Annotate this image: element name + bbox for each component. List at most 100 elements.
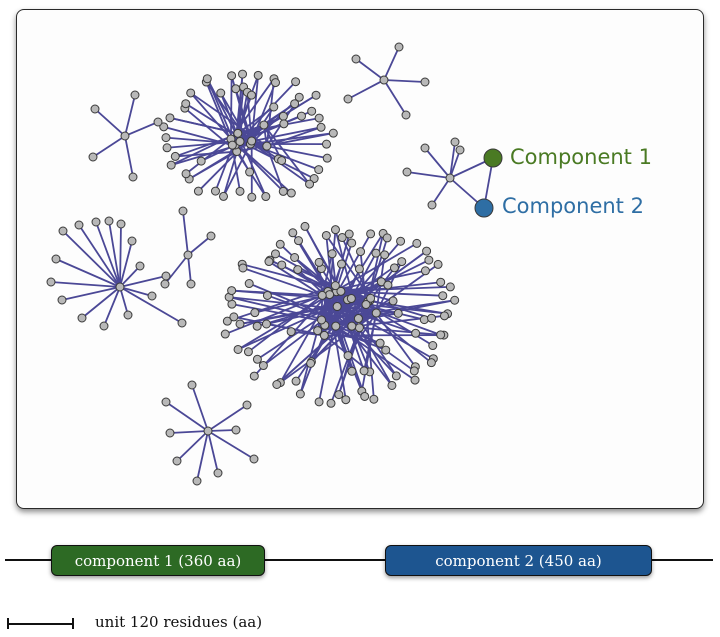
network-node [161, 271, 171, 281]
network-node [147, 291, 157, 301]
network-edge [266, 126, 322, 147]
network-edge [196, 430, 209, 482]
network-node [389, 263, 399, 273]
network-node [219, 191, 229, 201]
network-node [181, 99, 191, 109]
network-node [346, 294, 356, 304]
network-node [187, 380, 197, 390]
network-edge [94, 108, 126, 137]
network-node [328, 128, 338, 138]
network-node [428, 341, 438, 351]
network-node [351, 54, 361, 64]
network-edge [406, 171, 451, 179]
network-node [325, 290, 335, 300]
scale-bar [8, 623, 74, 625]
network-edge [108, 220, 121, 288]
network-node [227, 286, 237, 296]
network-node [277, 260, 287, 270]
network-node [261, 192, 271, 202]
network-node [278, 111, 288, 121]
network-node [210, 186, 220, 196]
network-edge [175, 150, 237, 158]
network-node [396, 236, 406, 246]
network-edge [61, 286, 121, 301]
network-node [412, 238, 422, 248]
network-node [161, 397, 171, 407]
network-edge [363, 312, 378, 372]
network-edge [119, 265, 141, 288]
network-node [359, 366, 369, 376]
network-node [337, 233, 347, 243]
network-node [353, 314, 363, 324]
network-node [331, 321, 341, 331]
network-edge [205, 81, 234, 146]
network-node [426, 358, 436, 368]
network-node [317, 315, 327, 325]
network-edge [190, 92, 232, 140]
network-node [193, 186, 203, 196]
network-node [321, 230, 331, 240]
network-node [222, 316, 232, 326]
network-node [275, 239, 285, 249]
network-node [294, 236, 304, 246]
network-node [127, 236, 137, 246]
network-node [356, 247, 366, 257]
network-node [213, 468, 223, 478]
network-edge [163, 125, 233, 147]
network-node [290, 99, 300, 109]
network-node [322, 139, 332, 149]
network-node [343, 351, 353, 361]
network-node [397, 257, 407, 267]
network-edge [237, 293, 331, 351]
network-node [334, 390, 344, 400]
network-node [433, 259, 443, 269]
network-node [445, 282, 455, 292]
network-edge [124, 135, 134, 178]
network-edge [176, 430, 209, 462]
network-node [314, 257, 324, 267]
network-edge [294, 256, 338, 293]
network-node [202, 74, 212, 84]
network-edge [187, 254, 192, 285]
network-node [369, 394, 379, 404]
network-node [401, 110, 411, 120]
network-node [422, 246, 432, 256]
network-edge [350, 252, 377, 299]
network-node [235, 186, 245, 196]
network-edge [124, 121, 159, 137]
network-edge [236, 94, 253, 134]
network-edge [169, 430, 209, 434]
network-edge [95, 221, 121, 288]
network-node [388, 296, 398, 306]
network-node [450, 295, 460, 305]
network-node [295, 389, 305, 399]
network-node [306, 358, 316, 368]
network-node [288, 228, 298, 238]
network-edge [424, 147, 451, 179]
network-node [347, 321, 357, 331]
network-node [402, 167, 412, 177]
network-node [420, 77, 430, 87]
network-node [361, 300, 371, 310]
network-node [262, 141, 272, 151]
network-node [420, 143, 430, 153]
component-1-domain: component 1 (360 aa) [51, 545, 265, 576]
network-node [410, 375, 420, 385]
network-node [278, 186, 288, 196]
network-node [216, 88, 226, 98]
network-node [427, 313, 437, 323]
network-node [455, 145, 465, 155]
network-node [327, 249, 337, 259]
network-node [322, 153, 332, 163]
network-edge [281, 264, 329, 293]
network-node [427, 200, 437, 210]
network-edge [268, 260, 323, 297]
network-node [354, 264, 364, 274]
network-node [360, 391, 370, 401]
network-edge [62, 230, 121, 288]
network-node [170, 151, 180, 161]
network-edge [188, 150, 238, 180]
network-node [259, 120, 269, 130]
network-node [307, 106, 317, 116]
